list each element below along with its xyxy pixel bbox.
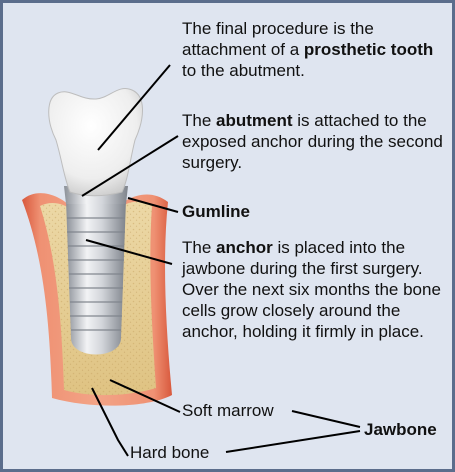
prosthetic-tooth [49, 89, 143, 196]
caption-anchor: The anchor is placed into the jawbone du… [182, 237, 442, 342]
term-abutment: abutment [216, 111, 293, 130]
term-prosthetic-tooth: prosthetic tooth [304, 40, 433, 59]
term-anchor: anchor [216, 238, 273, 257]
leader-jawbone-upper [292, 411, 360, 427]
leader-jawbone-lower [226, 431, 360, 452]
label-soft-marrow: Soft marrow [182, 400, 274, 421]
caption-abutment: The abutment is attached to the exposed … [182, 110, 447, 173]
caption-prosthetic-tooth: The final procedure is the attachment of… [182, 18, 444, 81]
anchor-implant [66, 200, 126, 355]
label-hard-bone: Hard bone [130, 442, 209, 463]
label-jawbone: Jawbone [364, 419, 437, 440]
label-gumline: Gumline [182, 201, 250, 222]
